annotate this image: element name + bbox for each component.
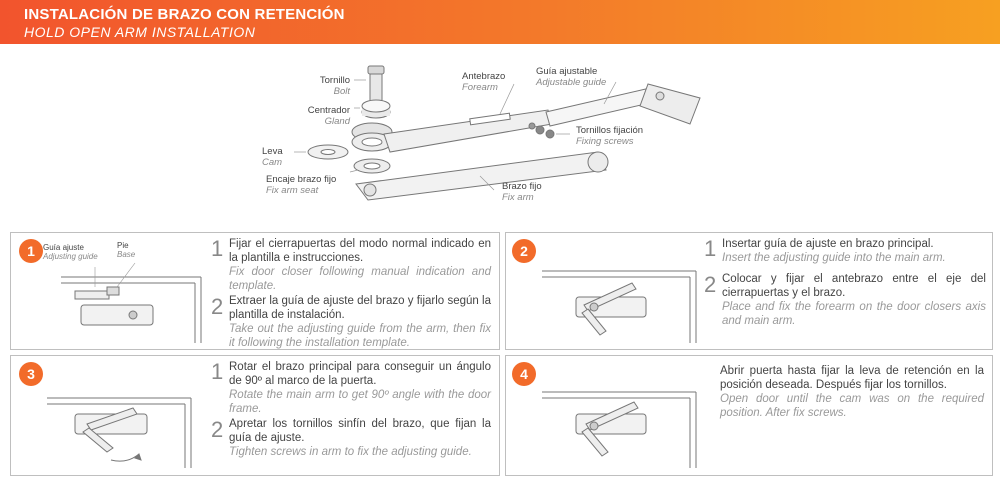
- label-adjusting-guide: Guía ajuste Adjusting guide: [43, 243, 98, 261]
- step-3-illustration: [47, 397, 192, 468]
- step-text: Apretar los tornillos sinfín del brazo, …: [229, 418, 491, 458]
- step-text: Rotar el brazo principal para conseguir …: [229, 361, 491, 415]
- step-text: Colocar y fijar el antebrazo entre el ej…: [722, 273, 986, 327]
- label-cam: Leva Cam: [262, 146, 283, 168]
- header-banner: INSTALACIÓN DE BRAZO CON RETENCIÓN HOLD …: [0, 0, 1000, 44]
- step-number: 1: [211, 236, 224, 261]
- label-adjustable-guide: Guía ajustable Adjustable guide: [536, 66, 607, 88]
- label-bolt: Tornillo Bolt: [319, 75, 350, 97]
- forearm-shape: [383, 109, 553, 153]
- label-base: Pie Base: [117, 241, 136, 259]
- adjustable-guide-shape: [545, 87, 655, 127]
- label-gland: Centrador Gland: [307, 105, 350, 127]
- exploded-arm-diagram: Tornillo Bolt Centrador Gland Leva Cam E…: [0, 44, 1000, 220]
- step-number: 1: [704, 236, 717, 261]
- label-forearm: Antebrazo Forearm: [462, 71, 506, 93]
- step-number: 2: [211, 294, 224, 319]
- step-panel-2: 2 1 Insertar guía de ajuste en brazo pri…: [505, 232, 993, 350]
- step-number: 2: [704, 272, 717, 297]
- step-panel-4: 4 Abrir puerta hasta fijar la leva de re…: [505, 355, 993, 476]
- fixing-screw-shape: [535, 125, 545, 135]
- step-1-illustration: [61, 262, 202, 343]
- step-number: 1: [211, 359, 224, 384]
- step-badge-3: 3: [19, 362, 43, 386]
- title-english: HOLD OPEN ARM INSTALLATION: [24, 24, 256, 40]
- label-fix-arm: Brazo fijo Fix arm: [502, 181, 542, 203]
- fix-arm-shape: [355, 151, 607, 201]
- bolt-shape: [369, 69, 383, 103]
- step-2-illustration: [542, 270, 697, 343]
- step-text: Extraer la guía de ajuste del brazo y fi…: [229, 295, 491, 349]
- step-badge-2: 2: [512, 239, 536, 263]
- step-4-illustration: [542, 391, 697, 468]
- label-fix-arm-seat: Encaje brazo fijo Fix arm seat: [266, 174, 337, 196]
- label-fixing-screws: Tornillos fijación Fixing screws: [576, 125, 644, 147]
- step-text: Fijar el cierrapuertas del modo normal i…: [229, 238, 491, 292]
- title-spanish: INSTALACIÓN DE BRAZO CON RETENCIÓN: [24, 6, 345, 23]
- step-panel-1: 1 Guía ajuste Adjusting guide Pie Base 1…: [10, 232, 500, 350]
- step-text: Insertar guía de ajuste en brazo princip…: [722, 238, 946, 264]
- arm-exploded-drawing: [294, 65, 701, 201]
- step-text: Abrir puerta hasta fijar la leva de rete…: [720, 365, 984, 419]
- step-badge-1: 1: [19, 239, 43, 263]
- step-panel-3: 3 1 Rotar el brazo principal para conseg…: [10, 355, 500, 476]
- step-badge-4: 4: [512, 362, 536, 386]
- step-number: 2: [211, 417, 224, 442]
